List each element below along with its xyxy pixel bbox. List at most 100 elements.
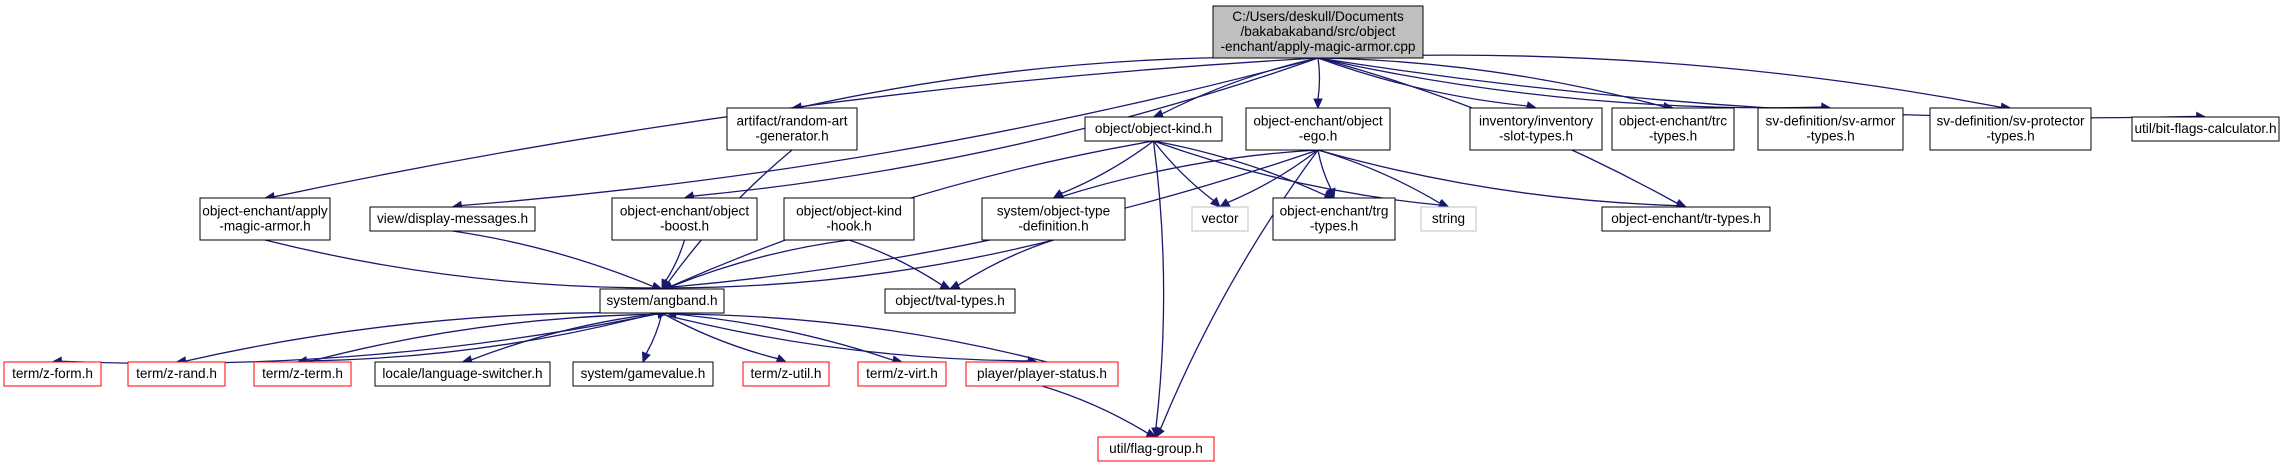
node-box <box>1601 206 1771 232</box>
node-object-kind[interactable]: object/object-kind.h <box>1084 116 1223 142</box>
edge-player_status-to-angband <box>665 309 1048 363</box>
node-label: term/z-form.h <box>12 366 93 381</box>
edges-layer <box>51 54 2207 439</box>
node-label: term/z-util.h <box>750 366 821 381</box>
edge-line <box>645 312 663 354</box>
edge-line <box>656 312 1029 362</box>
node-display-messages[interactable]: view/display-messages.h <box>369 206 536 232</box>
edge-line <box>670 239 1054 289</box>
node-label: object/object-kind.h <box>1095 121 1212 136</box>
edge-angband-to-z_form <box>51 312 663 366</box>
edge-line <box>306 312 658 362</box>
node-label: object-enchant/object <box>620 204 749 219</box>
node-label: object-enchant/object <box>1253 114 1382 129</box>
edge-line <box>957 239 1054 286</box>
node-angband[interactable]: system/angband.h <box>599 288 725 314</box>
node-label: -ego.h <box>1299 129 1338 144</box>
node-box <box>783 197 915 241</box>
edge-angband-to-z_rand <box>175 311 663 366</box>
edge-line <box>800 56 1319 108</box>
node-gamevalue[interactable]: system/gamevalue.h <box>572 361 714 387</box>
node-apply-magic-armor-h[interactable]: object-enchant/apply-magic-armor.h <box>199 197 331 241</box>
node-object-kind-hook[interactable]: object/object-kind-hook.h <box>783 197 915 241</box>
edge-line <box>1317 149 1678 207</box>
node-z-util[interactable]: term/z-util.h <box>742 361 830 387</box>
node-box <box>1420 206 1477 232</box>
edge-line <box>675 313 1048 363</box>
edge-object_type_def-to-angband <box>660 239 1054 293</box>
node-box <box>1212 5 1424 59</box>
edge-arrowhead <box>775 354 788 363</box>
node-box <box>374 361 551 387</box>
edge-arrowhead <box>1155 426 1165 439</box>
edge-line <box>185 311 663 362</box>
node-tr-types[interactable]: object-enchant/tr-types.h <box>1601 206 1771 232</box>
node-trc-types[interactable]: object-enchant/trc-types.h <box>1611 107 1735 151</box>
edge-line <box>471 312 663 361</box>
node-box <box>127 361 226 387</box>
node-box <box>199 197 331 241</box>
node-flag-group[interactable]: util/flag-group.h <box>1097 436 1215 462</box>
node-sv-armor[interactable]: sv-definition/sv-armor-types.h <box>1757 107 1904 151</box>
edge-line <box>1152 140 1165 429</box>
node-box <box>2131 116 2280 142</box>
edge-line <box>1317 57 1528 107</box>
node-box <box>981 197 1126 241</box>
edge-angband-to-language_switcher <box>461 312 663 365</box>
node-random-art[interactable]: artifact/random-art-generator.h <box>726 107 858 151</box>
node-tval-types[interactable]: object/tval-types.h <box>884 288 1016 314</box>
node-sv-protector[interactable]: sv-definition/sv-protector-types.h <box>1929 107 2092 151</box>
node-box <box>742 361 830 387</box>
edge-angband-to-player_status <box>656 312 1039 366</box>
node-label: -boost.h <box>660 219 709 234</box>
edge-arrowhead <box>1218 198 1231 208</box>
node-box <box>1245 107 1391 151</box>
edge-arrowhead <box>1209 196 1221 208</box>
node-label: -enchant/apply-magic-armor.cpp <box>1221 39 1416 54</box>
edge-line <box>1317 57 1822 109</box>
node-inventory-slot[interactable]: inventory/inventory-slot-types.h <box>1469 107 1603 151</box>
node-z-rand[interactable]: term/z-rand.h <box>127 361 226 387</box>
node-vector: vector <box>1191 206 1249 232</box>
edge-object_kind-to-vector <box>1152 140 1221 208</box>
node-label: util/bit-flags-calculator.h <box>2134 121 2276 136</box>
node-z-virt[interactable]: term/z-virt.h <box>857 361 947 387</box>
nodes-layer: C:/Users/deskull/Documents/bakabakaband/… <box>3 5 2280 462</box>
edge-object_kind-to-trg_types <box>1153 140 1336 200</box>
node-z-form[interactable]: term/z-form.h <box>3 361 102 387</box>
node-label: object/tval-types.h <box>895 293 1005 308</box>
edge-line <box>264 239 654 289</box>
node-label: -definition.h <box>1018 219 1088 234</box>
node-box <box>1469 107 1603 151</box>
edge-object_ego-to-flag_group <box>1155 149 1319 439</box>
edge-line <box>307 313 659 363</box>
edge-line <box>61 312 663 365</box>
edge-line <box>670 239 850 288</box>
edge-root-to-object_ego <box>1313 57 1323 110</box>
node-label: locale/language-switcher.h <box>382 366 542 381</box>
node-label: term/z-term.h <box>262 366 343 381</box>
edge-arrowhead <box>948 280 961 290</box>
edge-apply_magic_armor_h-to-angband <box>264 239 664 293</box>
node-player-status[interactable]: player/player-status.h <box>965 361 1119 387</box>
node-root[interactable]: C:/Users/deskull/Documents/bakabakaband/… <box>1212 5 1424 59</box>
node-trg-types[interactable]: object-enchant/trg-types.h <box>1272 197 1396 241</box>
node-language-switcher[interactable]: locale/language-switcher.h <box>374 361 551 387</box>
edge-line <box>1227 149 1319 204</box>
edge-line <box>1152 140 1215 202</box>
node-object-type-def[interactable]: system/object-type-definition.h <box>981 197 1126 241</box>
node-box <box>1272 197 1396 241</box>
node-bit-flags[interactable]: util/bit-flags-calculator.h <box>2131 116 2280 142</box>
node-label: sv-definition/sv-protector <box>1936 114 2085 129</box>
node-label: term/z-rand.h <box>136 366 217 381</box>
node-label: -types.h <box>1806 129 1854 144</box>
node-box <box>369 206 536 232</box>
node-box <box>253 361 352 387</box>
node-object-boost[interactable]: object-enchant/object-boost.h <box>611 197 758 241</box>
node-box <box>1757 107 1904 151</box>
node-object-ego[interactable]: object-enchant/object-ego.h <box>1245 107 1391 151</box>
edge-line <box>1317 149 1332 190</box>
node-z-term[interactable]: term/z-term.h <box>253 361 352 387</box>
edge-line <box>452 230 654 288</box>
node-label: system/angband.h <box>606 293 717 308</box>
